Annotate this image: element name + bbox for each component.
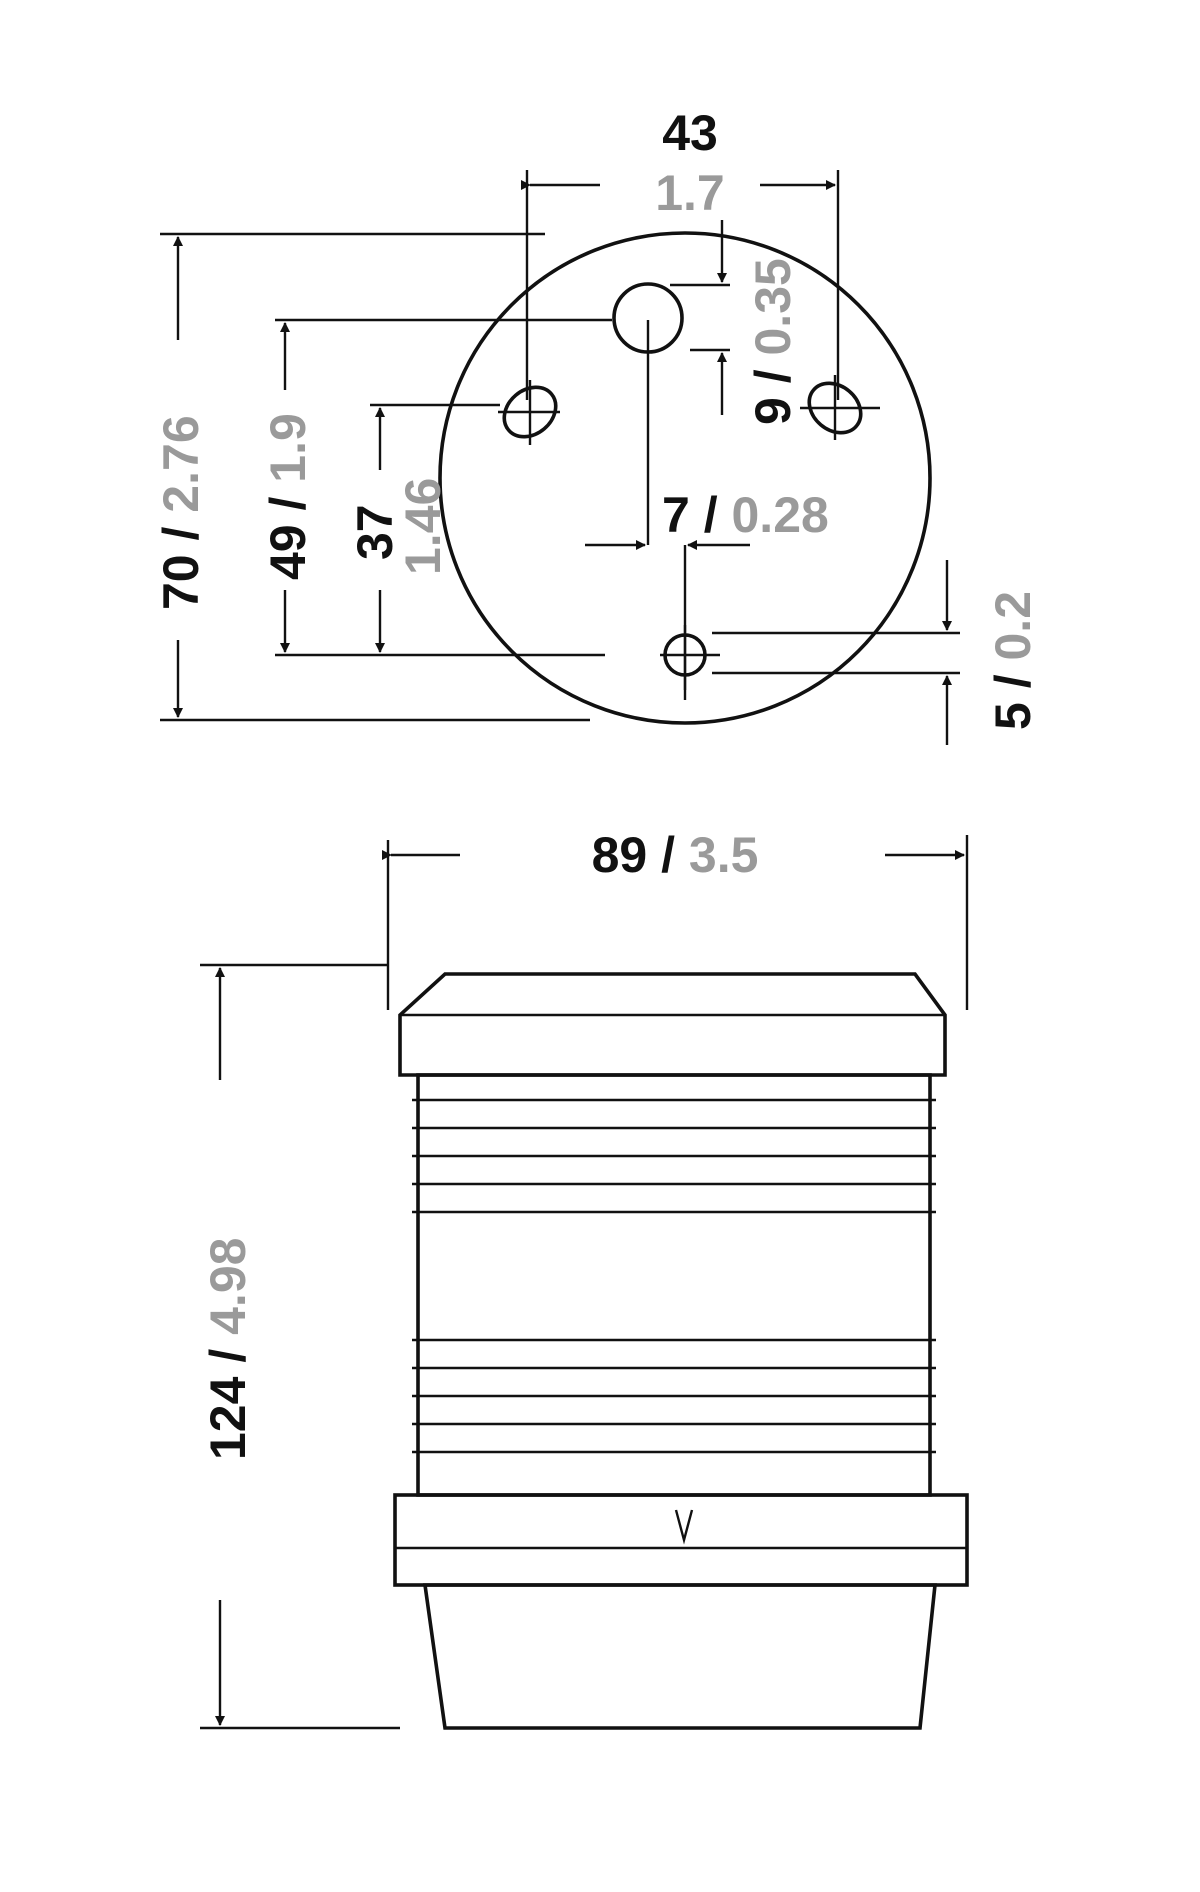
dim-side-height: 124 / 4.98 [200, 1238, 256, 1460]
base-outline [438, 231, 932, 725]
base-foot [422, 1583, 937, 1730]
dim-bottom-offset: 5 / 0.2 [985, 591, 1041, 730]
dim-top-width-metric: 43 [662, 105, 718, 161]
ribs-lower [412, 1338, 936, 1454]
lens-body [416, 1073, 932, 1497]
side-view: 89 / 3.5 [200, 827, 969, 1730]
hole-right-slot [807, 381, 863, 435]
dim-hole-offset: 9 / 0.35 [745, 258, 801, 425]
dim-height-49: 49 / 1.9 [260, 413, 316, 580]
ribs-upper [412, 1098, 936, 1214]
top-view: 43 1.7 9 / 0.35 70 / 2.76 49 / 1.9 37 1.… [153, 105, 1041, 745]
dim-center-offset: 7 / 0.28 [662, 487, 829, 543]
dim-side-width: 89 / 3.5 [592, 827, 759, 883]
base-collar [393, 1493, 969, 1587]
top-cap [398, 972, 947, 1077]
dim-height-37-imperial: 1.46 [395, 478, 451, 575]
dim-height-70: 70 / 2.76 [153, 415, 209, 610]
dim-height-37-metric: 37 [347, 504, 403, 560]
hole-left-slot [502, 385, 558, 439]
dim-top-width-imperial: 1.7 [655, 165, 725, 221]
